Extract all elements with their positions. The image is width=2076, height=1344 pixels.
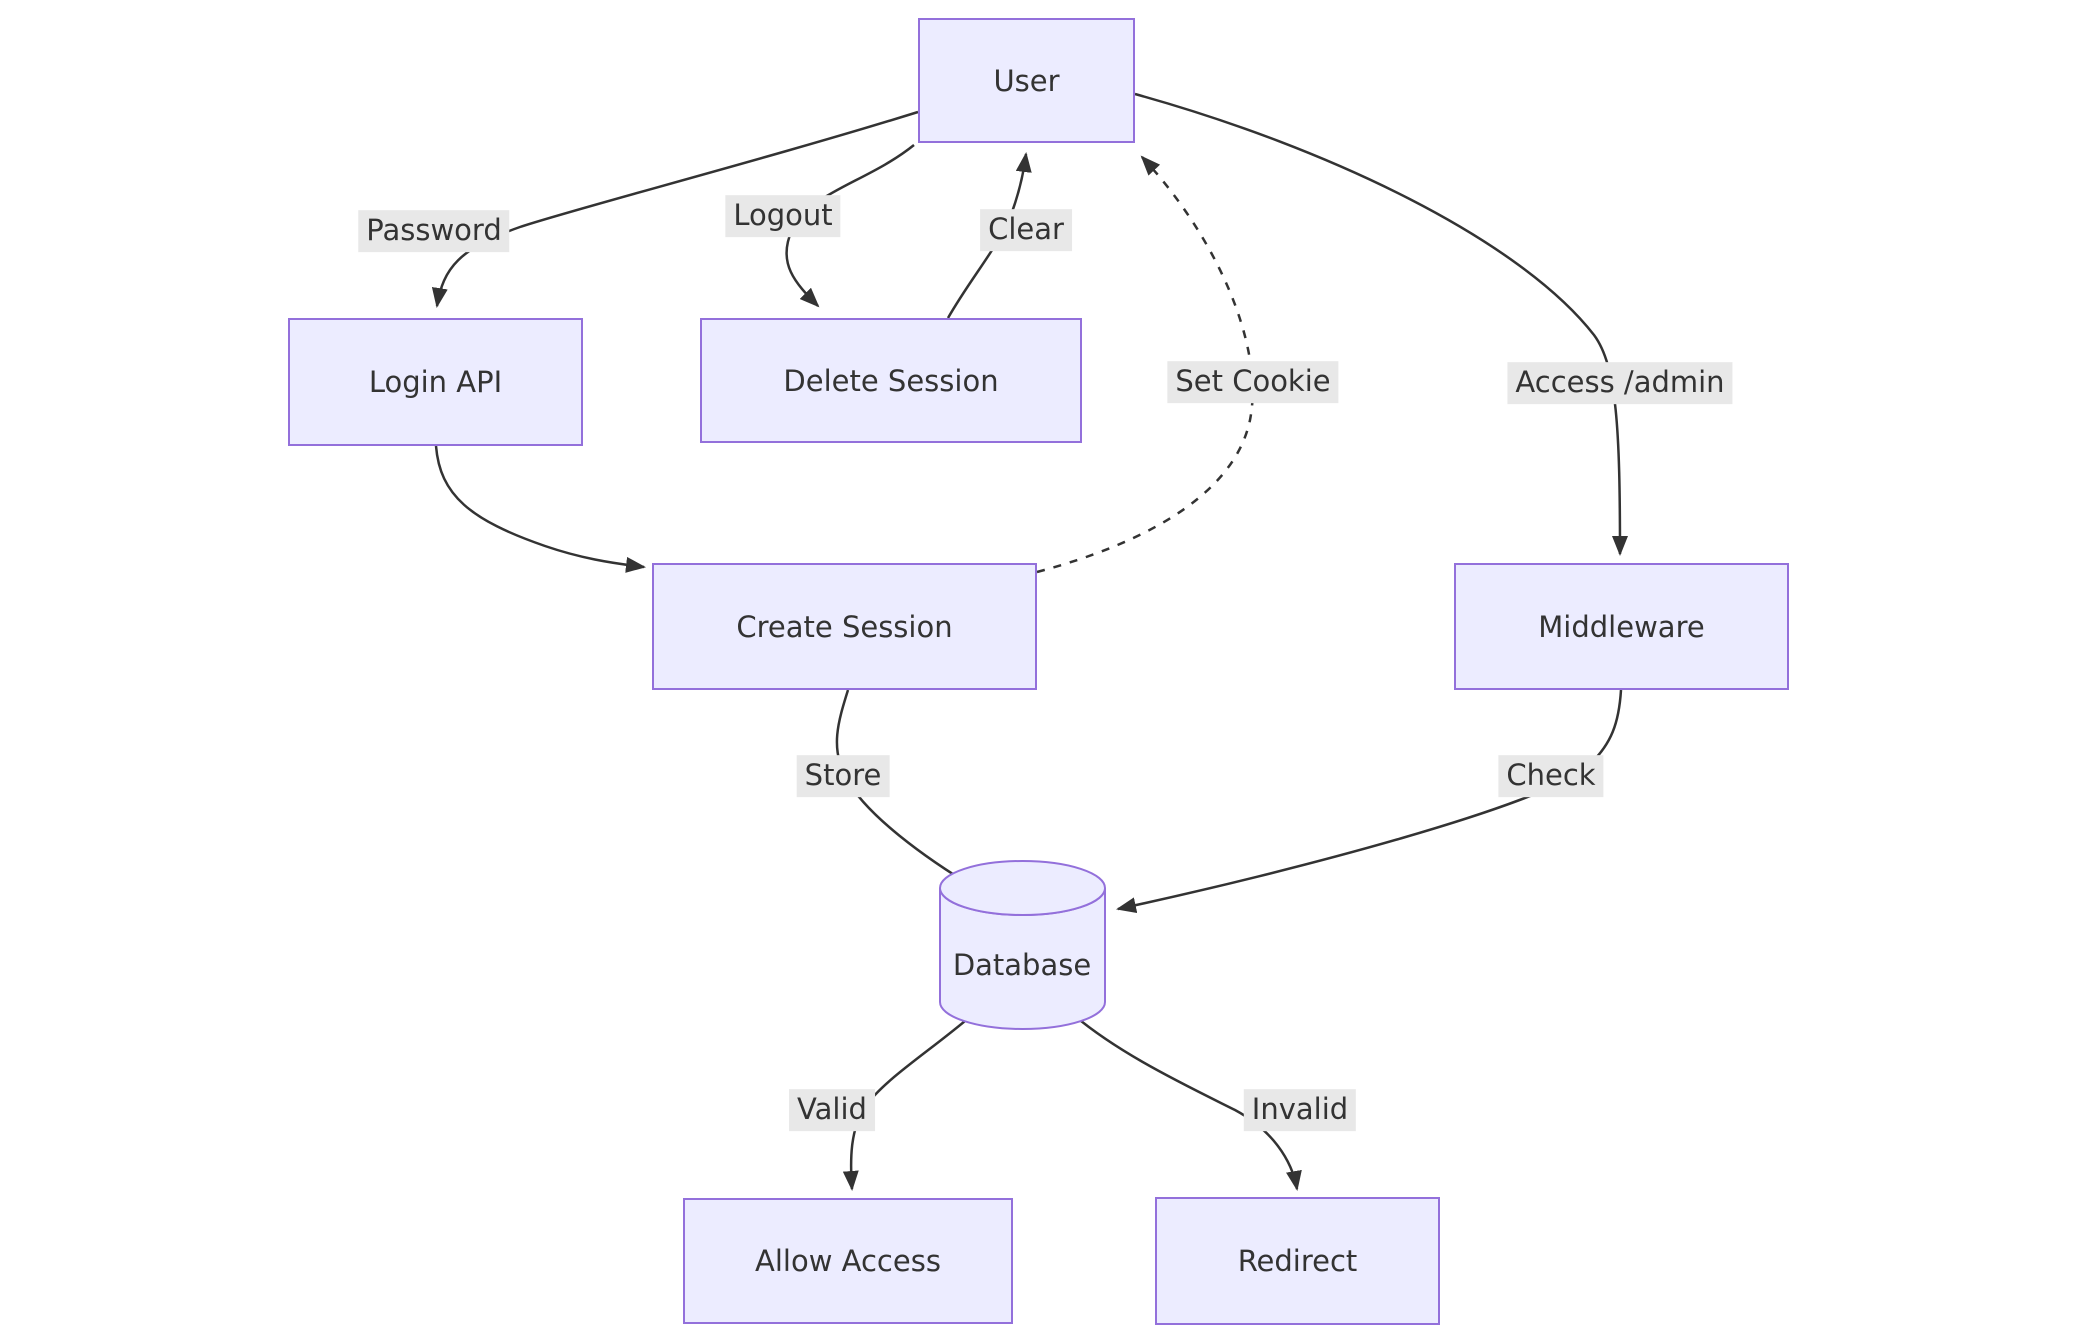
edge-label-password: Password (358, 210, 510, 252)
node-delete-session-label: Delete Session (783, 363, 999, 398)
edge-label-set-cookie: Set Cookie (1167, 361, 1339, 403)
node-create-session-label: Create Session (736, 609, 953, 644)
node-user-label: User (993, 63, 1060, 98)
node-allow-access-label: Allow Access (755, 1244, 941, 1278)
node-create-session: Create Session (652, 563, 1037, 690)
edge-label-store: Store (796, 755, 890, 797)
edge-label-check: Check (1498, 755, 1604, 797)
edge-user-middleware (1134, 92, 1628, 556)
edge-user-login-api (431, 110, 919, 308)
node-login-api: Login API (288, 318, 583, 446)
edge-label-access-admin: Access /admin (1507, 362, 1733, 404)
edge-create-session-user (1036, 155, 1254, 574)
edge-label-valid: Valid (789, 1089, 875, 1131)
database-cylinder-shape (939, 860, 1106, 1030)
edge-label-logout: Logout (725, 195, 841, 237)
node-database: Database (932, 935, 1112, 995)
node-redirect: Redirect (1155, 1197, 1440, 1325)
node-middleware: Middleware (1454, 563, 1789, 690)
node-database-label: Database (952, 948, 1092, 982)
node-middleware-label: Middleware (1538, 609, 1705, 644)
edge-label-invalid: Invalid (1243, 1089, 1357, 1131)
node-delete-session: Delete Session (700, 318, 1082, 443)
node-login-api-label: Login API (368, 365, 503, 399)
node-allow-access: Allow Access (683, 1198, 1013, 1324)
edge-database-redirect (1067, 1009, 1302, 1191)
edge-login-api-create-session (434, 445, 646, 573)
node-user: User (918, 18, 1135, 143)
edge-middleware-database (1116, 689, 1623, 914)
node-redirect-label: Redirect (1237, 1244, 1358, 1278)
edge-label-clear: Clear (980, 209, 1072, 251)
